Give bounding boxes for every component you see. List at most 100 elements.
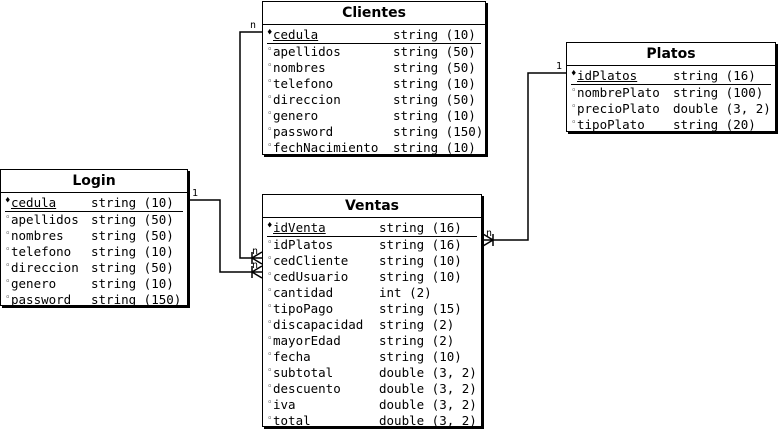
field-type: string (50) (91, 260, 174, 275)
field-type: string (2) (379, 333, 455, 348)
field-name: genero (11, 276, 57, 291)
field-type: string (50) (91, 228, 174, 243)
field-name: genero (273, 108, 319, 123)
field-marker-icon: ◦ (267, 302, 273, 312)
field-type: string (16) (379, 237, 462, 252)
card-platos-end: 1 (556, 61, 563, 72)
field-marker-icon: ◦ (5, 261, 11, 271)
field-marker-icon: ◦ (267, 334, 273, 344)
field-marker-icon: ◦ (267, 318, 273, 328)
field-marker-icon: ◦ (267, 77, 273, 87)
field-marker-icon: ◦ (571, 86, 577, 96)
field-marker-icon: ◦ (267, 414, 273, 424)
field-row[interactable]: ◦fechNacimiento string (10) (267, 140, 481, 156)
field-name: telefono (11, 244, 72, 259)
field-type: double (3, 2) (379, 381, 477, 396)
field-name: cedula (273, 27, 319, 42)
field-marker-icon: ◦ (5, 277, 11, 287)
card-login-end: 1 (192, 188, 199, 199)
field-marker-icon: ◦ (5, 245, 11, 255)
field-row[interactable]: ◦precioPlato double (3, 2) (571, 101, 771, 117)
field-type: double (3, 2) (379, 365, 477, 380)
field-type: string (16) (673, 68, 756, 83)
card-platos-ventas-end: n (486, 228, 493, 239)
card-clientes-end: n (250, 20, 257, 31)
field-type: string (150) (91, 292, 182, 307)
field-name: direccion (273, 92, 341, 107)
rel-platos-ventas-line (483, 72, 566, 241)
field-type: string (10) (393, 140, 476, 155)
field-type: string (2) (379, 317, 455, 332)
field-type: string (10) (393, 76, 476, 91)
field-name: descuento (273, 381, 341, 396)
field-type: double (3, 2) (379, 397, 477, 412)
field-marker-icon: ◦ (571, 102, 577, 112)
field-name: discapacidad (273, 317, 364, 332)
field-marker-icon: ◦ (267, 141, 273, 151)
field-row[interactable]: ◦subtotal double (3, 2) (267, 365, 477, 381)
field-name: password (273, 124, 334, 139)
field-marker-icon: ◦ (267, 366, 273, 376)
field-name: tipoPlato (577, 117, 645, 132)
field-name: fecha (273, 349, 311, 364)
field-name: precioPlato (577, 101, 660, 116)
field-name: fechNacimiento (273, 140, 379, 155)
field-name: cedCliente (273, 253, 349, 268)
field-type: string (100) (673, 85, 764, 100)
field-type: string (16) (379, 220, 462, 235)
field-marker-icon: ◦ (267, 254, 273, 264)
field-type: double (3, 2) (379, 413, 477, 428)
field-name: idPlatos (577, 68, 638, 83)
entity-title: Platos (567, 43, 775, 66)
field-name: nombres (273, 60, 326, 75)
field-name: subtotal (273, 365, 334, 380)
rel-clientes-ventas-crowsfoot (250, 251, 263, 265)
field-type: string (10) (379, 253, 462, 268)
field-name: iva (273, 397, 296, 412)
field-type: double (3, 2) (673, 101, 771, 116)
field-name: cedUsuario (273, 269, 349, 284)
field-name: cedula (11, 195, 57, 210)
field-type: string (50) (393, 44, 476, 59)
entity-title: Login (1, 170, 187, 193)
field-row[interactable]: ◦cedCliente string (10) (267, 253, 477, 269)
card-clientes-ventas-end: n (252, 246, 259, 257)
card-login-ventas-end: n (252, 260, 259, 271)
key-marker-icon: ♦ (267, 28, 273, 38)
field-name: cantidad (273, 285, 334, 300)
field-marker-icon: ◦ (267, 286, 273, 296)
field-row[interactable]: ◦discapacidad string (2) (267, 317, 477, 333)
